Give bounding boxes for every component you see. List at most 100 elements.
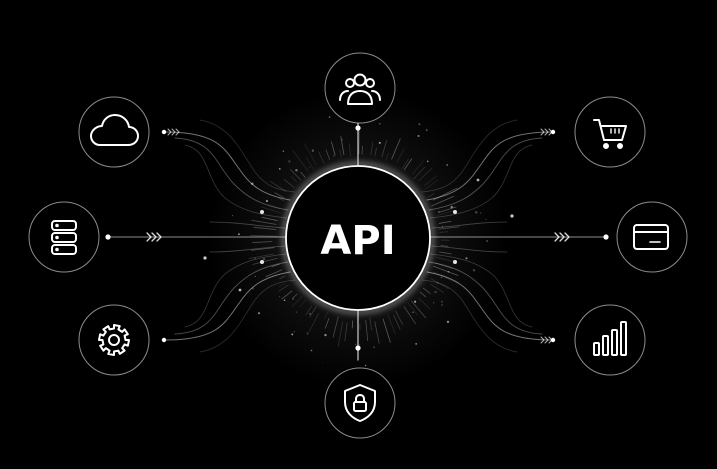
hub-ray bbox=[340, 136, 345, 155]
hub-ray bbox=[290, 175, 297, 182]
sparkle bbox=[355, 343, 357, 345]
sparkle bbox=[309, 167, 311, 169]
node-circles bbox=[28, 52, 688, 439]
hub-ray bbox=[411, 160, 425, 175]
hub-ray bbox=[438, 206, 457, 213]
node-database[interactable] bbox=[28, 201, 100, 273]
hub-ray bbox=[418, 297, 431, 310]
sparkle bbox=[414, 300, 417, 303]
sparkle bbox=[465, 257, 468, 260]
hub-ray bbox=[323, 311, 328, 320]
hub-ray bbox=[283, 178, 295, 188]
sparkle bbox=[438, 210, 440, 213]
gear-hub bbox=[108, 334, 120, 346]
sparkle bbox=[265, 199, 269, 203]
hub-ray bbox=[299, 299, 307, 308]
hub-ray bbox=[277, 197, 284, 201]
dot-cart bbox=[550, 129, 556, 135]
hub-ray bbox=[387, 313, 396, 335]
hub-ray bbox=[309, 306, 317, 318]
hub-ray bbox=[381, 139, 388, 158]
sparkle bbox=[379, 123, 381, 125]
dot-users bbox=[355, 125, 361, 131]
dot-analytics bbox=[550, 337, 556, 343]
sparkle bbox=[412, 311, 414, 314]
hub-ray bbox=[396, 148, 405, 163]
gear-icon bbox=[98, 324, 130, 356]
hub-ray bbox=[401, 158, 409, 170]
sparkle bbox=[328, 116, 331, 118]
sparkle bbox=[341, 139, 343, 141]
node-users[interactable] bbox=[324, 52, 396, 124]
sparkle bbox=[282, 150, 285, 152]
hub-ray bbox=[251, 247, 275, 251]
hub-ray bbox=[385, 152, 389, 161]
hub-ray bbox=[267, 203, 281, 210]
database-icon bbox=[51, 220, 77, 255]
node-settings[interactable] bbox=[78, 304, 150, 376]
node-analytics[interactable] bbox=[574, 304, 646, 376]
hub-ray bbox=[436, 256, 453, 262]
hub-ring bbox=[285, 165, 431, 311]
hub-ray bbox=[374, 321, 380, 344]
sparkle bbox=[237, 233, 240, 236]
hub-ray bbox=[261, 216, 278, 222]
arrow-payment bbox=[554, 232, 570, 242]
node-cart[interactable] bbox=[574, 96, 646, 168]
api-hub[interactable]: API bbox=[281, 161, 435, 315]
hub-ray bbox=[427, 193, 435, 198]
sparkle bbox=[310, 349, 313, 352]
sparkle bbox=[279, 296, 281, 298]
dot-settings bbox=[161, 337, 167, 343]
node-cloud[interactable] bbox=[78, 96, 150, 168]
hub-ray bbox=[337, 321, 344, 347]
hub-ray bbox=[292, 150, 309, 172]
sparkle bbox=[446, 164, 448, 166]
node-payment[interactable] bbox=[616, 201, 688, 273]
hub-ray bbox=[395, 310, 404, 325]
dot-payment bbox=[603, 234, 609, 240]
sparkle bbox=[440, 300, 444, 303]
sparkle bbox=[485, 240, 488, 243]
sparkle bbox=[333, 155, 335, 157]
hub-ray bbox=[418, 167, 433, 182]
hub-ray bbox=[430, 283, 445, 293]
hub-ray bbox=[274, 192, 285, 199]
hub-rays bbox=[231, 116, 488, 367]
sparkle bbox=[254, 257, 256, 259]
hub-ray bbox=[292, 293, 298, 299]
hub-ray bbox=[291, 295, 303, 308]
dot-cloud bbox=[161, 129, 167, 135]
hub-ray bbox=[393, 315, 401, 330]
hub-ray bbox=[432, 187, 458, 201]
sparkle bbox=[447, 270, 450, 273]
sparkle bbox=[417, 134, 420, 138]
sparkle bbox=[364, 364, 367, 367]
hub-ray bbox=[253, 226, 277, 230]
hub-ray bbox=[439, 251, 452, 255]
hub-ray bbox=[438, 220, 452, 224]
dot-database bbox=[105, 234, 111, 240]
hub-ray bbox=[433, 271, 459, 284]
hub-ray bbox=[278, 282, 286, 288]
sparkle bbox=[441, 226, 444, 228]
hub-ray bbox=[318, 151, 325, 164]
sparkle bbox=[441, 304, 443, 306]
sparkle bbox=[433, 302, 435, 304]
arrow-database bbox=[146, 232, 162, 242]
hub-ray bbox=[281, 290, 293, 300]
sparkle bbox=[254, 275, 256, 277]
hub-ray bbox=[307, 313, 320, 336]
sparkle bbox=[278, 167, 281, 170]
hub-ray bbox=[324, 317, 330, 329]
hub-ray bbox=[422, 287, 431, 295]
hub-ray bbox=[391, 138, 401, 160]
hub-ray bbox=[382, 318, 391, 343]
hub-ray bbox=[303, 142, 317, 165]
hub-ray bbox=[407, 302, 418, 316]
sparkle bbox=[373, 346, 376, 349]
sparkle bbox=[262, 257, 266, 261]
sparkle bbox=[288, 160, 291, 163]
hub-ray bbox=[269, 180, 287, 192]
sparkle bbox=[426, 160, 429, 163]
